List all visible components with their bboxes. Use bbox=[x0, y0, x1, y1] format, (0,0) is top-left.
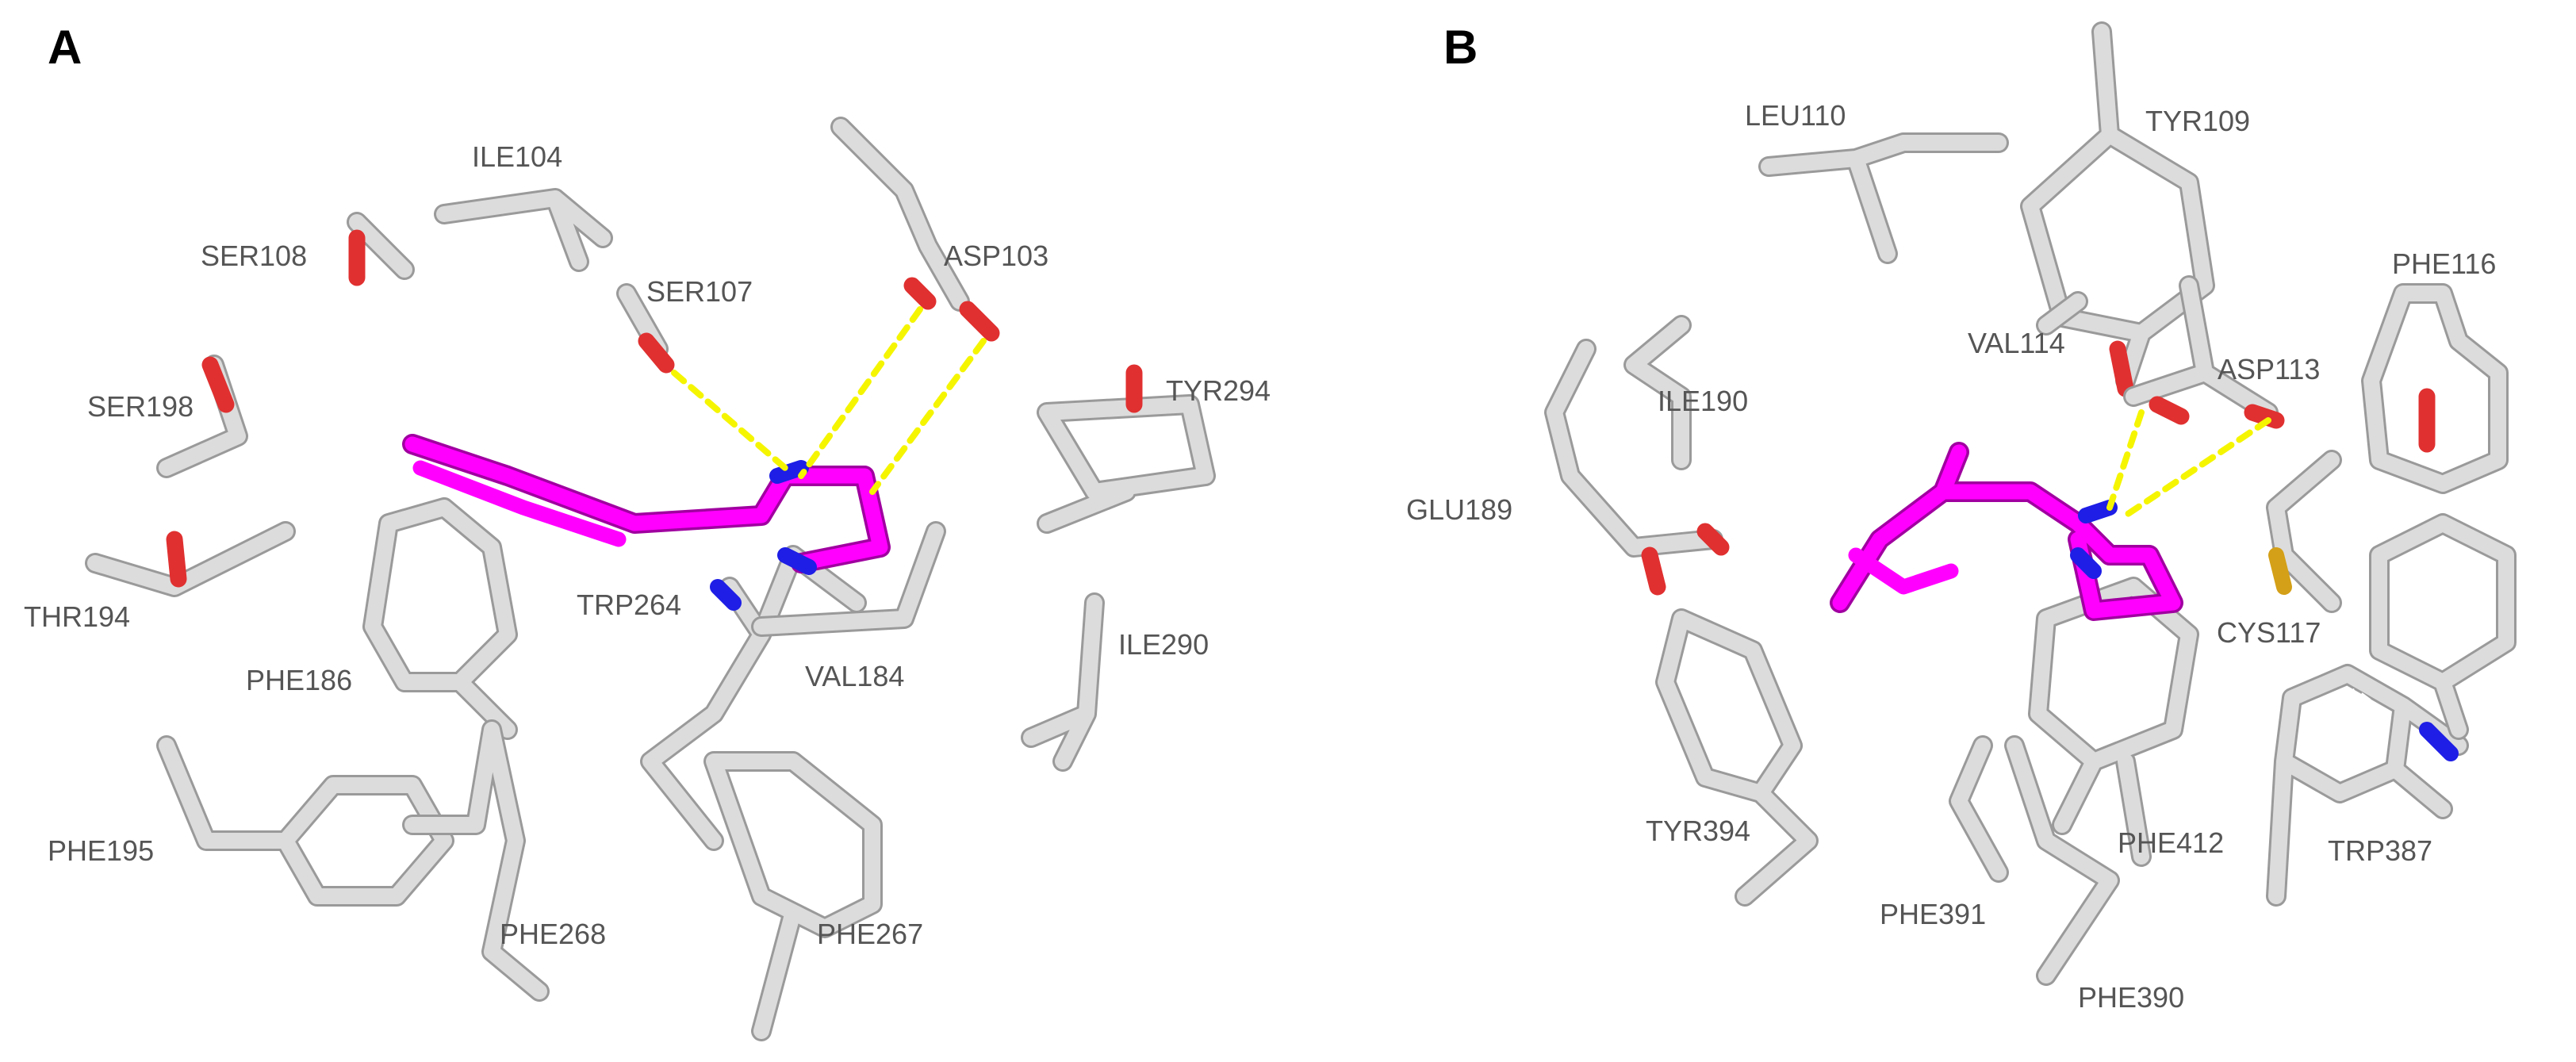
label-phe390: PHE390 bbox=[2078, 981, 2184, 1014]
label-tyr394: TYR394 bbox=[1646, 815, 1750, 847]
residue-ser108-sticks bbox=[347, 212, 415, 286]
residue-ser107-sticks bbox=[616, 283, 675, 374]
residue-phe116-sticks bbox=[2361, 283, 2509, 494]
ligand-b bbox=[1830, 442, 2183, 621]
label-thr194: THR194 bbox=[24, 600, 130, 633]
residue-val184-sticks bbox=[751, 521, 946, 637]
residue-phe391-sticks bbox=[1949, 735, 2009, 883]
hbonds-b bbox=[2106, 409, 2271, 519]
residue-tyr394-sticks bbox=[1655, 608, 1819, 907]
label-val114: VAL114 bbox=[1968, 327, 2065, 359]
label-phe412: PHE412 bbox=[2118, 826, 2224, 859]
label-phe268: PHE268 bbox=[500, 918, 606, 950]
residue-phe116-ring2-sticks bbox=[2369, 513, 2517, 740]
label-phe116: PHE116 bbox=[2392, 247, 2496, 280]
panel-b-letter: B bbox=[1443, 21, 1478, 74]
residue-ile104-sticks bbox=[434, 188, 613, 272]
label-phe391: PHE391 bbox=[1880, 898, 1986, 930]
label-leu110: LEU110 bbox=[1745, 99, 1846, 132]
residue-asp113-sticks bbox=[2123, 275, 2285, 429]
label-tyr294: TYR294 bbox=[1166, 374, 1271, 407]
label-ile190: ILE190 bbox=[1658, 385, 1748, 417]
ligand-a bbox=[402, 434, 891, 575]
residue-tyr294-sticks bbox=[1037, 364, 1216, 534]
label-ile290: ILE290 bbox=[1118, 628, 1209, 661]
residue-phe267-sticks bbox=[703, 751, 883, 1041]
label-val184: VAL184 bbox=[805, 660, 904, 692]
label-phe267: PHE267 bbox=[817, 918, 923, 950]
hbonds-a bbox=[671, 306, 987, 495]
label-asp113: ASP113 bbox=[2218, 353, 2320, 385]
residue-phe412-sticks bbox=[2028, 577, 2199, 867]
residue-val114-sticks bbox=[2036, 291, 2088, 335]
label-phe195: PHE195 bbox=[48, 834, 154, 867]
panel-a-letter: A bbox=[48, 21, 82, 74]
residue-thr194-sticks bbox=[85, 521, 296, 597]
residue-phe268-sticks bbox=[402, 719, 550, 1002]
residue-phe195-sticks bbox=[156, 735, 454, 907]
label-glu189: GLU189 bbox=[1406, 493, 1512, 526]
panel-a: A bbox=[24, 21, 1271, 1041]
label-trp387: TRP387 bbox=[2328, 834, 2432, 867]
residue-ile190-sticks bbox=[1623, 315, 1692, 470]
residue-trp387-sticks bbox=[2266, 664, 2469, 907]
residue-glu189-sticks bbox=[1544, 339, 1730, 596]
label-asp103: ASP103 bbox=[944, 240, 1048, 272]
residue-asp103-sticks bbox=[830, 117, 1000, 342]
panel-b: B bbox=[1406, 21, 2517, 1014]
residue-phe186-sticks bbox=[362, 497, 518, 740]
label-ser108: SER108 bbox=[201, 240, 307, 272]
residue-phe390-sticks bbox=[2004, 735, 2120, 986]
residue-ile290-sticks bbox=[1021, 592, 1105, 772]
residue-cys117-sticks bbox=[2266, 450, 2342, 613]
residue-tyr109-sticks bbox=[2020, 21, 2215, 397]
label-ser107: SER107 bbox=[646, 275, 753, 308]
residue-leu110-sticks bbox=[1758, 132, 2009, 264]
residue-ser198-sticks bbox=[156, 355, 248, 478]
label-cys117: CYS117 bbox=[2217, 616, 2321, 649]
label-ile104: ILE104 bbox=[472, 140, 562, 173]
label-ser198: SER198 bbox=[87, 390, 194, 423]
label-trp264: TRP264 bbox=[577, 589, 681, 621]
label-tyr109: TYR109 bbox=[2145, 105, 2250, 137]
label-phe186: PHE186 bbox=[246, 664, 352, 696]
